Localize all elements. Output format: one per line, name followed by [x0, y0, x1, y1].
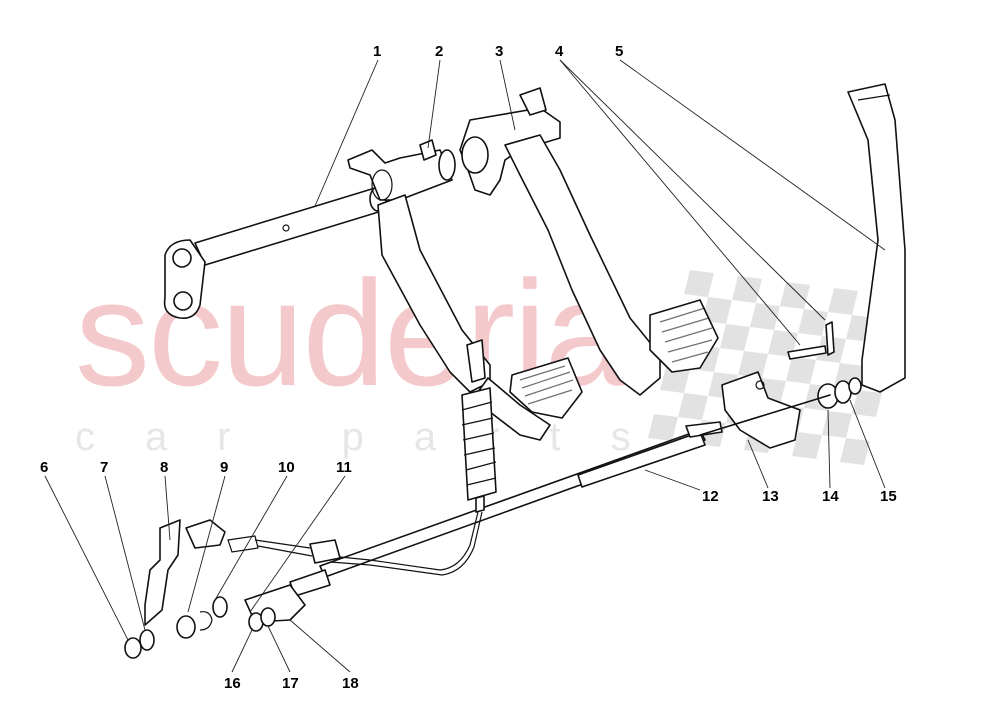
callout-5: 5 — [615, 43, 623, 60]
callout-1: 1 — [373, 43, 381, 60]
leader-lines — [44, 59, 886, 673]
checker-square — [822, 411, 852, 438]
callout-16: 16 — [224, 675, 241, 692]
callout-6: 6 — [40, 459, 48, 476]
accelerator-pedal — [847, 83, 906, 393]
callout-4: 4 — [555, 43, 564, 60]
clutch-cable — [227, 339, 497, 576]
checker-square — [792, 432, 822, 459]
checker-square — [780, 282, 810, 309]
pivot-bushings — [817, 377, 862, 409]
checker-square — [660, 366, 690, 393]
callout-17: 17 — [282, 675, 299, 692]
checker-square — [840, 438, 870, 465]
pedal-assembly-drawing — [124, 83, 906, 659]
callout-15: 15 — [880, 488, 897, 505]
checker-square — [678, 393, 708, 420]
callout-2: 2 — [435, 43, 443, 60]
callout-7: 7 — [100, 459, 108, 476]
checker-square — [786, 357, 816, 384]
callout-18: 18 — [342, 675, 359, 692]
callout-9: 9 — [220, 459, 228, 476]
checker-square — [750, 303, 780, 330]
checker-square — [732, 276, 762, 303]
callout-8: 8 — [160, 459, 168, 476]
callout-11: 11 — [336, 459, 352, 476]
callout-12: 12 — [702, 488, 719, 505]
callout-numbers: 1 2 3 4 5 6 7 8 9 10 11 12 13 14 15 16 1… — [40, 43, 897, 692]
bushing-bracket — [347, 139, 456, 201]
mounting-bracket — [721, 371, 801, 449]
cable-hardware — [124, 519, 306, 659]
callout-3: 3 — [495, 43, 503, 60]
checker-square — [702, 297, 732, 324]
checker-square — [768, 330, 798, 357]
pins — [787, 321, 835, 360]
brake-pedal-arm — [459, 87, 719, 396]
callout-13: 13 — [762, 488, 779, 505]
checker-square — [684, 270, 714, 297]
checker-square — [828, 288, 858, 315]
throttle-cable — [289, 394, 831, 597]
checker-square — [852, 390, 882, 417]
callout-10: 10 — [278, 459, 295, 476]
checker-square — [720, 324, 750, 351]
watermark-sub-text: car parts — [75, 415, 681, 459]
checker-square — [738, 351, 768, 378]
callout-14: 14 — [822, 488, 839, 505]
pedal-shaft — [163, 186, 387, 320]
checker-square — [648, 414, 678, 441]
checker-square — [798, 309, 828, 336]
